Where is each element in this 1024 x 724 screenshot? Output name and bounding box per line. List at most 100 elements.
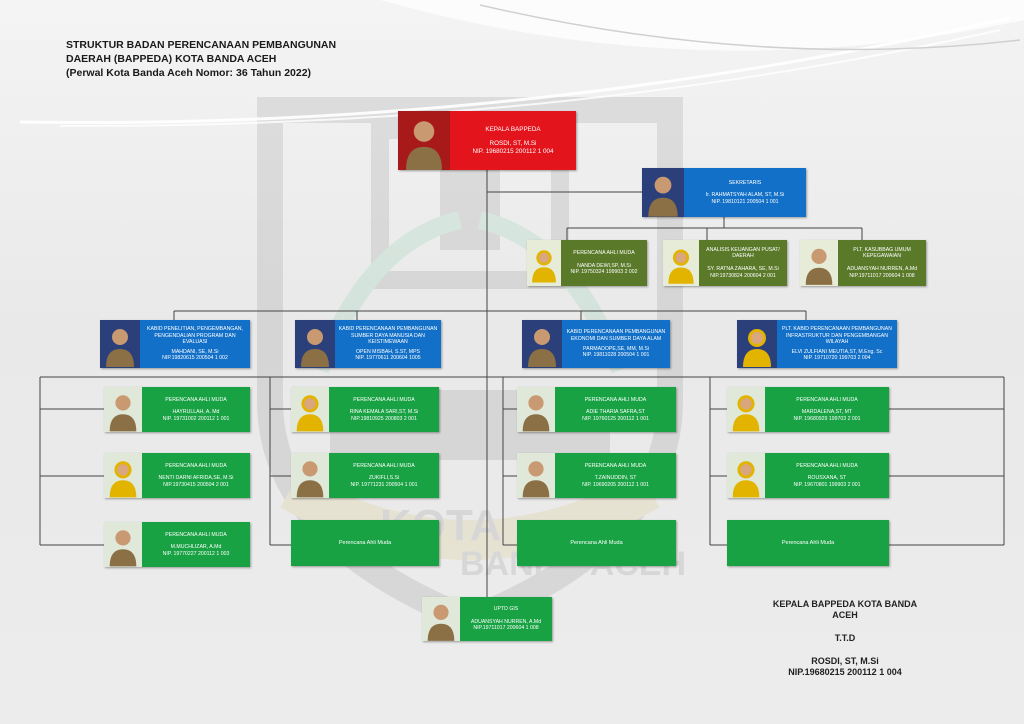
- kabid-photo: [295, 320, 335, 368]
- staff-box-vacant[interactable]: Perencana Ahli Muda: [291, 520, 439, 566]
- staff-name: T.ZAINUDDIN, ST: [594, 475, 637, 482]
- staff-photo: [517, 387, 555, 432]
- staff-role: PERENCANA AHLI MUDA: [165, 396, 227, 403]
- staff-box[interactable]: PERENCANA AHLI MUDA HAYRULLAH, A. Md NIP…: [104, 387, 250, 432]
- title-line-1: STRUKTUR BADAN PERENCANAAN PEMBANGUNAN: [66, 39, 337, 51]
- staff-role: PLT. KASUBBAG UMUM KEPEGAWAIAN: [853, 246, 911, 260]
- staff-nip: NIP.19730824 200604 2 001: [710, 272, 776, 279]
- kepala-photo: [398, 111, 450, 170]
- staff-nip: NIP. 19770227 200112 1 003: [162, 550, 230, 557]
- staff-role: PERENCANA AHLI MUDA: [584, 462, 647, 469]
- kabid-nip: NIP.19820615 200504 1 002: [162, 355, 228, 362]
- staff-box-vacant[interactable]: Perencana Ahli Muda: [727, 520, 889, 566]
- staff-box-vacant[interactable]: Perencana Ahli Muda: [517, 520, 676, 566]
- staff-photo: [727, 387, 765, 432]
- kabid-box[interactable]: KABID PENELITIAN, PENGEMBANGAN, PENGENDA…: [100, 320, 250, 368]
- staff-photo: [291, 453, 329, 498]
- kepala-nip: NIP. 19680215 200112 1 004: [472, 147, 554, 155]
- sekretariat-staff-box[interactable]: PERENCANA AHLI MUDA NANDA DEWI,SP, M.Si …: [527, 240, 647, 286]
- staff-photo: [104, 387, 142, 432]
- staff-name: NANDA DEWI,SP, M.Si: [577, 262, 631, 269]
- staff-nip: NIP.19711017 200604 1 008: [849, 272, 915, 279]
- title-line-2: DAERAH (BAPPEDA) KOTA BANDA ACEH: [66, 53, 277, 65]
- staff-photo: [527, 240, 561, 286]
- kabid-nip: NIP. 19811028 200504 1 001: [582, 352, 650, 359]
- staff-box[interactable]: PERENCANA AHLI MUDA ROUSXANA, ST NIP. 19…: [727, 453, 889, 498]
- kabid-box[interactable]: KABID PERENCANAAN PEMBANGUNAN SUMBER DAY…: [295, 320, 441, 368]
- kabid-role: PLT. KABID PERENCANAAN PEMBANGUNAN INFRA…: [781, 326, 893, 346]
- person-avatar-icon: [109, 530, 137, 567]
- kabid-nip: NIP. 19710720 199703 2 004: [803, 355, 871, 362]
- staff-box[interactable]: PERENCANA AHLI MUDA M.MUCHLIZAR, A.Md NI…: [104, 522, 250, 567]
- staff-box[interactable]: PERENCANA AHLI MUDA ADIE THARIA SAFRA,ST…: [517, 387, 676, 432]
- staff-name: ROUSXANA, ST: [807, 475, 847, 482]
- kabid-box[interactable]: PLT. KABID PERENCANAAN PEMBANGUNAN INFRA…: [737, 320, 897, 368]
- person-avatar-icon: [528, 329, 556, 367]
- staff-role: PERENCANA AHLI MUDA: [165, 462, 227, 469]
- uptd-gis-box[interactable]: UPTD GIS ADUANSYAH NURREN, A.Md NIP.1971…: [422, 597, 552, 641]
- person-avatar-icon: [732, 395, 760, 432]
- person-avatar-icon: [522, 461, 550, 498]
- person-avatar-icon: [732, 461, 760, 498]
- staff-role: Perencana Ahli Muda: [781, 539, 835, 546]
- staff-photo: [291, 387, 329, 432]
- uptd-name: ADUANSYAH NURREN, A.Md: [470, 618, 542, 625]
- person-avatar-icon: [427, 604, 455, 641]
- kabid-photo: [522, 320, 562, 368]
- staff-box[interactable]: PERENCANA AHLI MUDA MARDALENA,ST, MT NIP…: [727, 387, 889, 432]
- staff-photo: [104, 453, 142, 498]
- staff-role: PERENCANA AHLI MUDA: [353, 396, 415, 403]
- sekretariat-staff-box[interactable]: PLT. KASUBBAG UMUM KEPEGAWAIAN ADUANSYAH…: [800, 240, 926, 286]
- staff-nip: NIP. 19680929 199703 2 001: [793, 415, 861, 422]
- staff-nip: NIP.19730415 200504 2 001: [163, 481, 229, 488]
- kabid-name: PARMADOPE,SE, MM, M.Si: [583, 345, 649, 352]
- sekretariat-staff-box[interactable]: ANALISIS KEUANGAN PUSAT/ DAERAH SY. RATN…: [663, 240, 787, 286]
- person-avatar-icon: [301, 329, 329, 367]
- staff-name: SY. RATNA ZAHARA, SE, M.Si: [707, 266, 779, 272]
- staff-nip: NIP. 19670801 199903 2 001: [793, 481, 861, 488]
- staff-name: ADUANSYAH NURREN, A.Md: [846, 266, 918, 272]
- sekretaris-box[interactable]: SEKRETARIS Ir. RAHMATSYAH ALAM, ST, M.Si…: [642, 168, 806, 217]
- signature-block: KEPALA BAPPEDA KOTA BANDA ACEH T.T.D ROS…: [760, 599, 930, 678]
- staff-name: RINA KEMALA SARI,ST, M.Si: [349, 409, 419, 416]
- person-avatar-icon: [532, 250, 556, 283]
- staff-role: PERENCANA AHLI MUDA: [165, 531, 227, 538]
- person-avatar-icon: [106, 329, 134, 367]
- staff-role: PERENCANA AHLI MUDA: [353, 462, 415, 469]
- kabid-photo: [100, 320, 140, 368]
- header-swoosh: [19, 0, 1024, 128]
- staff-photo: [800, 240, 838, 286]
- signature-title-line-1: KEPALA BAPPEDA KOTA BANDA: [772, 599, 918, 609]
- staff-box[interactable]: PERENCANA AHLI MUDA ZUKIFLI,S.Si NIP. 19…: [291, 453, 439, 498]
- kepala-bappeda-box[interactable]: KEPALA BAPPEDA ROSDI, ST, M.Si NIP. 1968…: [398, 111, 576, 170]
- uptd-nip: NIP.19711017 200604 1 008: [473, 625, 539, 632]
- staff-photo: [104, 522, 142, 567]
- staff-role: PERENCANA AHLI MUDA: [796, 396, 858, 403]
- staff-nip: NIP. 19750324 199903 2 002: [570, 269, 638, 276]
- signature-nip: NIP.19680215 200112 1 004: [788, 667, 902, 677]
- person-avatar-icon: [109, 395, 137, 432]
- person-avatar-icon: [648, 176, 678, 217]
- kabid-name: ELVI ZULFIANI MEUTIA,ST, M.Eng. Sc: [791, 348, 883, 355]
- person-avatar-icon: [522, 395, 550, 432]
- kabid-nip: NIP. 19770611 200604 1005: [355, 355, 421, 362]
- sekretaris-nip: NIP. 19810121 200504 1 001: [711, 198, 779, 205]
- staff-name: M.MUCHLIZAR, A.Md: [170, 544, 222, 551]
- staff-role: PERENCANA AHLI MUDA: [796, 462, 858, 469]
- staff-role: PERENCANA AHLI MUDA: [573, 250, 635, 257]
- signature-name: ROSDI, ST, M.Si: [811, 656, 879, 666]
- person-avatar-icon: [296, 395, 324, 432]
- staff-box[interactable]: PERENCANA AHLI MUDA RINA KEMALA SARI,ST,…: [291, 387, 439, 432]
- person-avatar-icon: [805, 248, 833, 285]
- kabid-box[interactable]: KABID PERENCANAAN PEMBANGUNAN EKONOMI DA…: [522, 320, 670, 368]
- staff-photo: [517, 453, 555, 498]
- staff-role: Perencana Ahli Muda: [338, 539, 392, 546]
- sekretaris-photo: [642, 168, 684, 217]
- kabid-name: OPEN MISBAH, S.ST, MPS: [356, 348, 420, 355]
- uptd-role: UPTD GIS: [493, 606, 519, 613]
- staff-nip: NIP. 19690205 200112 1 001: [582, 481, 649, 488]
- staff-nip: NIP.19810925 200803 2 001: [351, 415, 417, 422]
- staff-box[interactable]: PERENCANA AHLI MUDA T.ZAINUDDIN, ST NIP.…: [517, 453, 676, 498]
- staff-box[interactable]: PERENCANA AHLI MUDA NENTI DARNI AFRIDA,S…: [104, 453, 250, 498]
